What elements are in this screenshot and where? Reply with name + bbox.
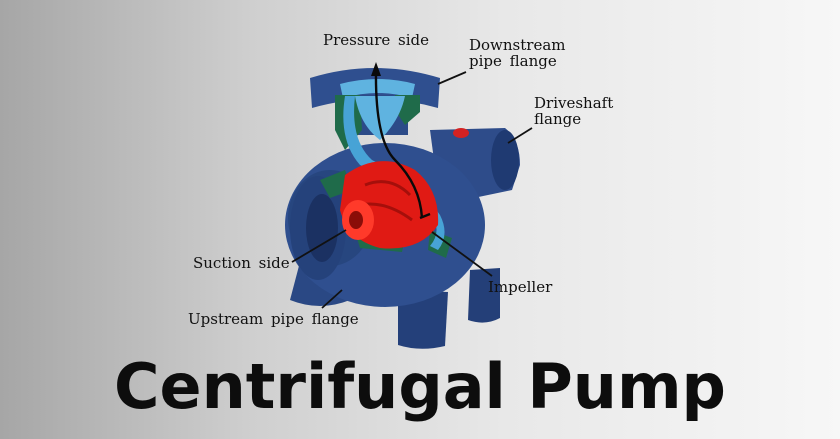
label-suction-side: Suction side [193, 254, 290, 272]
label-driveshaft-line2: flange [534, 110, 582, 128]
page-title: Centrifugal Pump [114, 350, 726, 423]
leader-driveshaft [507, 127, 533, 144]
label-downstream-line1: Downstream [469, 36, 566, 54]
leader-suction [291, 229, 347, 263]
leader-upstream [321, 289, 343, 309]
label-impeller: Impeller [488, 278, 553, 296]
leader-lines [291, 71, 533, 309]
label-pressure-side: Pressure side [323, 31, 429, 49]
impeller-graphic [340, 161, 439, 249]
flow-arrow [371, 62, 431, 220]
leader-impeller [431, 231, 493, 277]
leader-downstream [437, 71, 467, 85]
label-upstream: Upstream pipe flange [188, 310, 359, 328]
label-downstream-line2: pipe flange [469, 52, 557, 70]
label-driveshaft-line1: Driveshaft [534, 94, 614, 112]
